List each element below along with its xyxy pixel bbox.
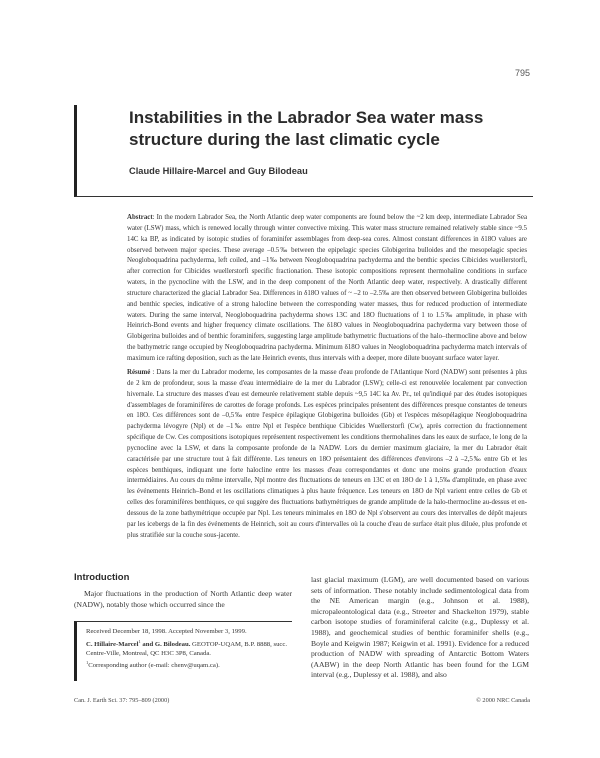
abstract-label: Abstract [127, 214, 153, 221]
author-affiliation: C. Hillaire-Marcel1 and G. Bilodeau. GEO… [86, 638, 292, 659]
resume-text: Dans la mer du Labrador moderne, les com… [127, 369, 527, 539]
title-block: Instabilities in the Labrador Sea water … [74, 105, 533, 197]
resume: Résumé : Dans la mer du Labrador moderne… [127, 368, 527, 542]
introduction-text-left: Major fluctuations in the production of … [74, 589, 292, 609]
footnote-authors: C. Hillaire-Marcel [86, 640, 139, 648]
abstract: Abstract: In the modern Labrador Sea, th… [127, 213, 527, 365]
footnote-authors-second: and G. Bilodeau. [140, 640, 191, 648]
right-column: last glacial maximum (LGM), are well doc… [311, 575, 529, 680]
copyright: © 2000 NRC Canada [476, 697, 530, 704]
abstract-text: In the modern Labrador Sea, the North At… [127, 214, 528, 362]
received-dates: Received December 18, 1998. Accepted Nov… [86, 628, 247, 635]
left-column: Introduction Major fluctuations in the p… [74, 572, 292, 610]
page-number: 795 [514, 68, 530, 78]
article-title: Instabilities in the Labrador Sea water … [129, 108, 484, 149]
footnote-marker: 1 [138, 638, 141, 644]
article-authors: Claude Hillaire-Marcel and Guy Bilodeau [129, 166, 308, 176]
abstract-colon: : [152, 214, 157, 221]
journal-citation: Can. J. Earth Sci. 37: 795–809 (2000) [74, 697, 170, 704]
affiliation-text: GEOTOP-UQAM, B.P. 8888, succ. Centre-Vil… [86, 640, 288, 657]
corresponding-text: Corresponding author (e-mail: chenv@uqam… [88, 662, 220, 670]
resume-label: Résumé [127, 369, 151, 376]
resume-colon: : [150, 369, 157, 376]
footnote-box: Received December 18, 1998. Accepted Nov… [74, 621, 292, 681]
corresponding-marker: 1 [86, 660, 89, 666]
introduction-heading: Introduction [74, 572, 130, 583]
corresponding-author: 1Corresponding author (e-mail: chenv@uqa… [86, 660, 292, 671]
